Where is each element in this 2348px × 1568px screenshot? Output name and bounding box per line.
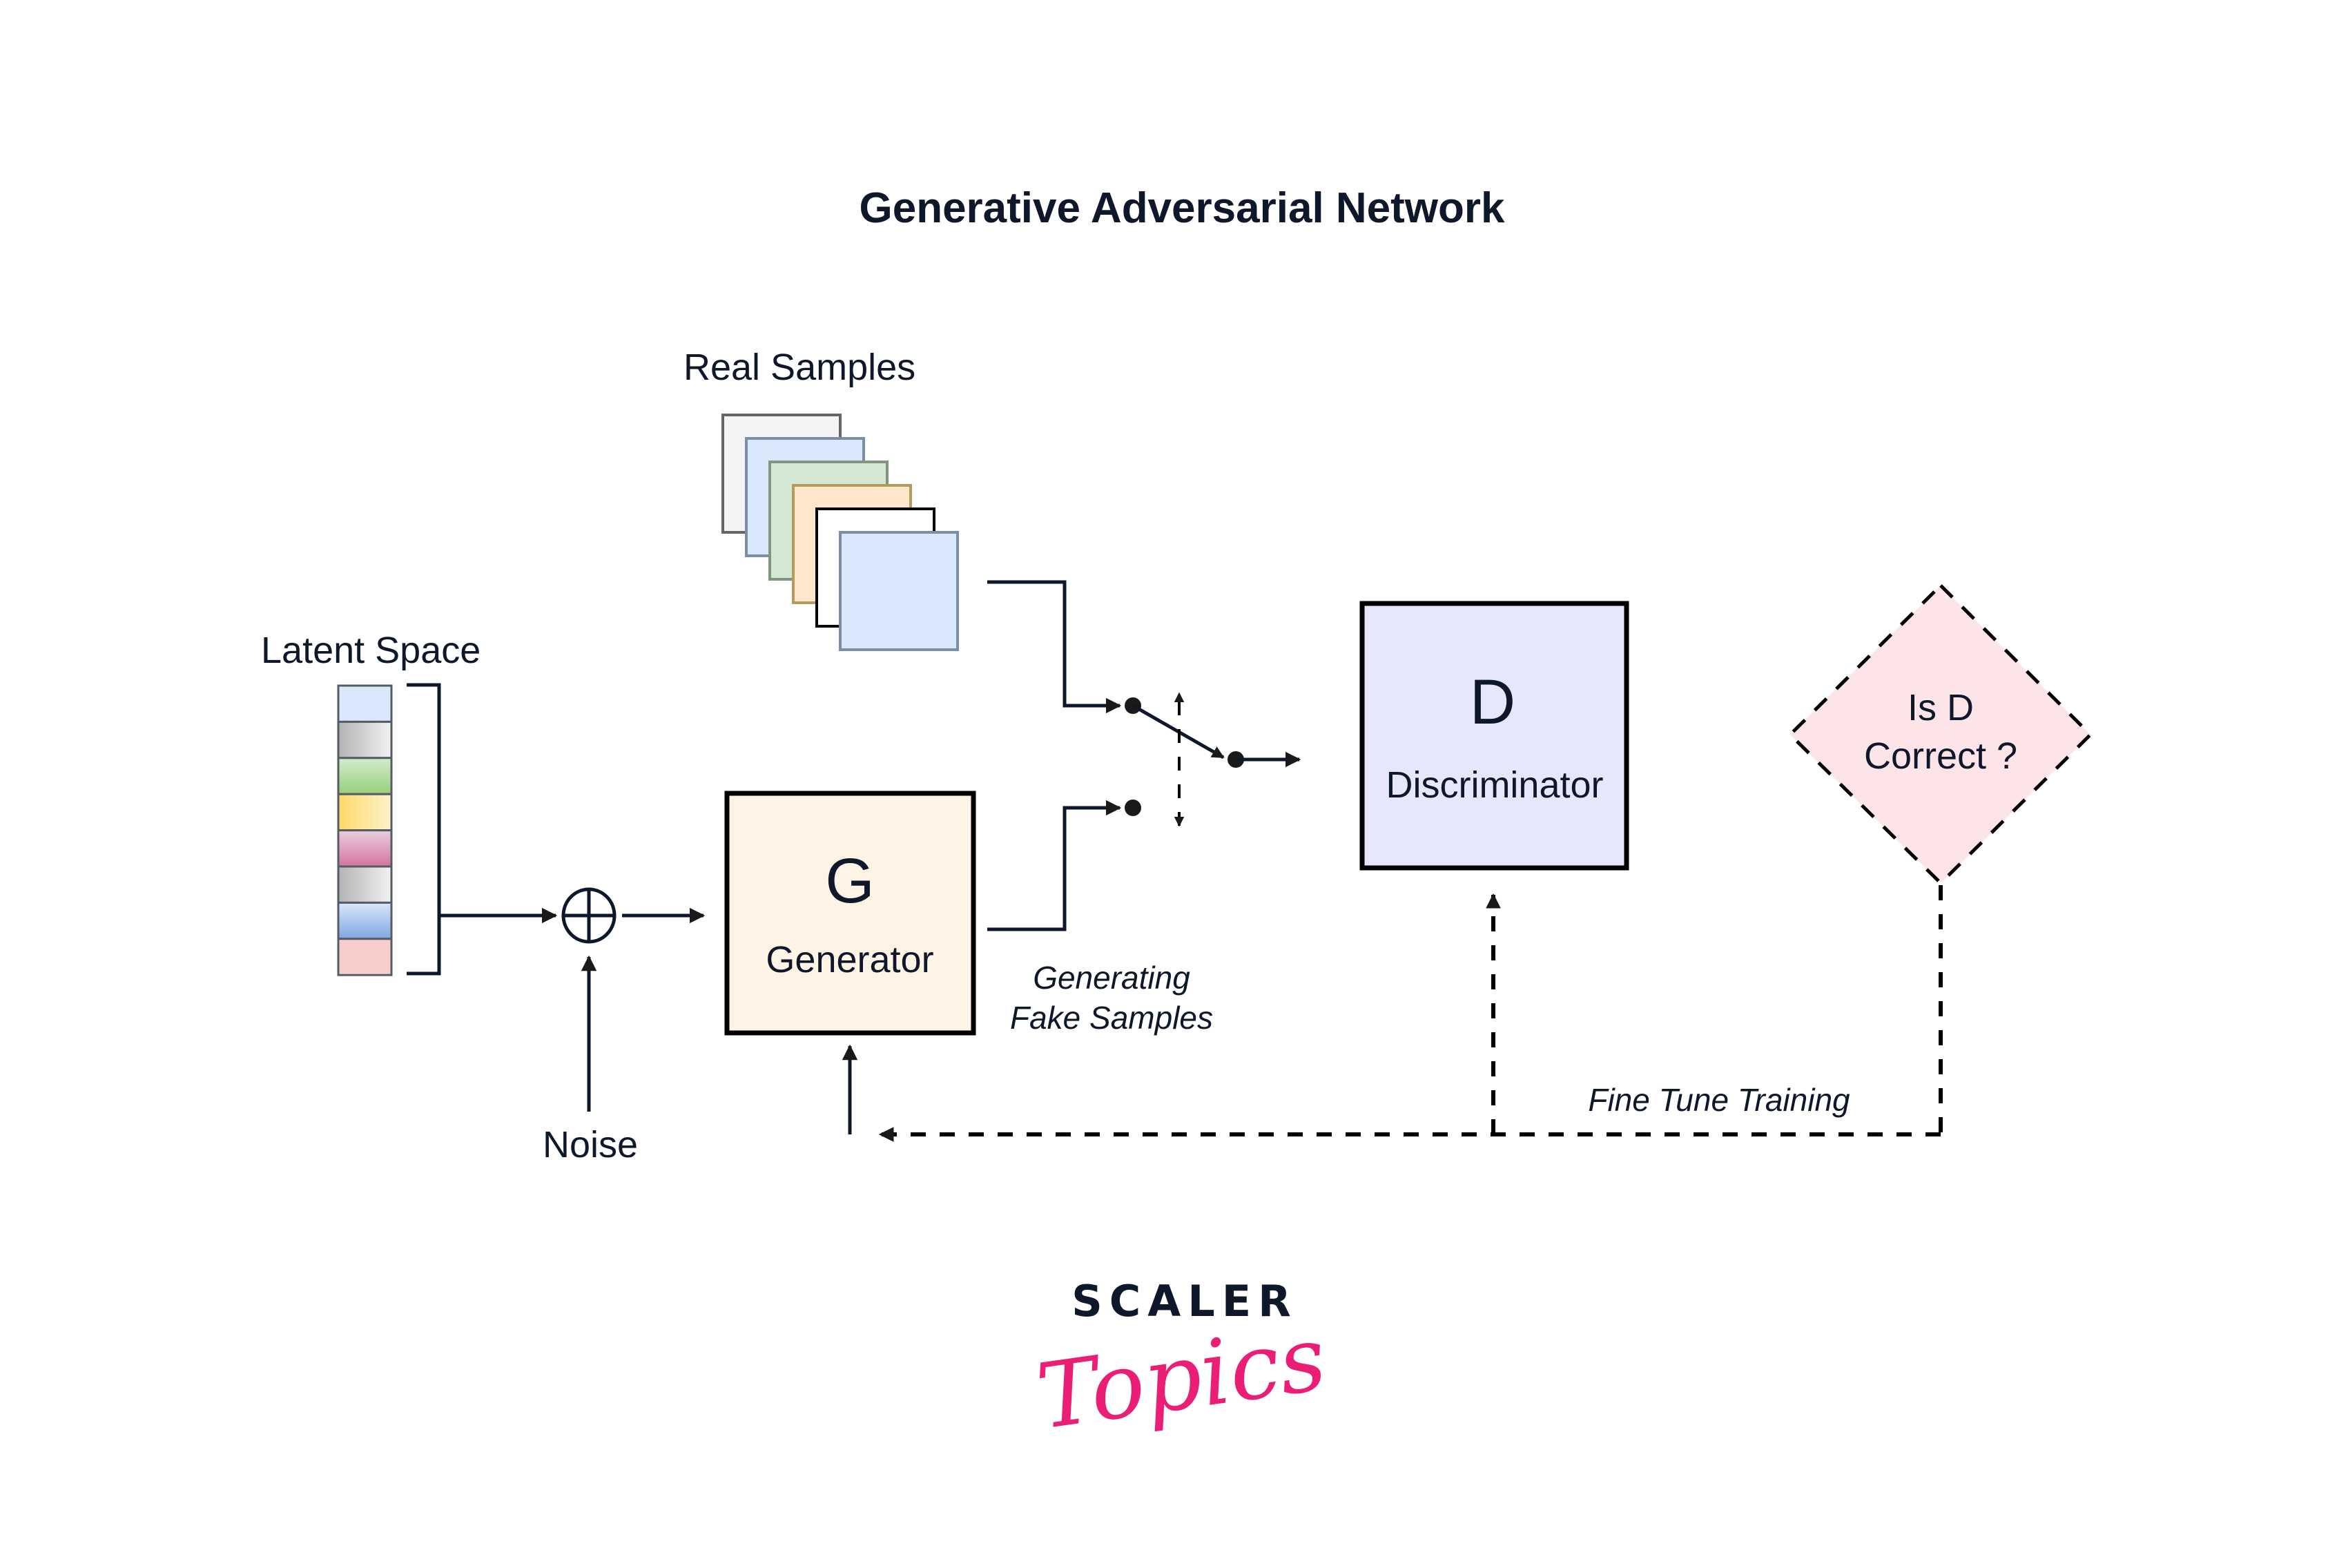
decision-diamond: Is D Correct ? (1787, 583, 2093, 886)
discriminator-letter: D (1470, 667, 1515, 737)
generator-block: G Generator (724, 791, 976, 1036)
real-samples-wire (987, 580, 1122, 714)
fine-tune-label: Fine Tune Training (1588, 1082, 1850, 1118)
logo-topics-text: Topics (1031, 1306, 1332, 1450)
latent-cell (337, 829, 393, 868)
generator-label: Generator (766, 939, 933, 980)
latent-cell (337, 901, 393, 940)
adder-icon (561, 887, 617, 944)
latent-cell (337, 684, 393, 723)
decision-line1: Is D (1908, 687, 1974, 728)
latent-cell (337, 865, 393, 904)
latent-cell (337, 720, 393, 759)
discriminator-block: D Discriminator (1359, 601, 1629, 871)
latent-space-label: Latent Space (261, 630, 481, 671)
latent-bracket (407, 683, 441, 976)
latent-cell (337, 938, 393, 976)
discriminator-label: Discriminator (1386, 764, 1603, 806)
generating-label-line1: Generating (1033, 960, 1190, 996)
real-samples-label: Real Samples (683, 347, 915, 388)
switch-fake-terminal (1125, 800, 1141, 816)
logo-scaler-text: SCALER (1071, 1276, 1298, 1326)
diagram-title: Generative Adversarial Network (859, 184, 1505, 232)
scaler-topics-logo: SCALER Topics (1031, 1276, 1332, 1449)
decision-line2: Correct ? (1864, 735, 2017, 777)
fake-samples-wire (987, 800, 1122, 931)
real-sample-card (839, 531, 959, 651)
generating-label-line2: Fake Samples (1010, 1000, 1213, 1036)
latent-cell (337, 757, 393, 795)
real-samples-stack (721, 414, 959, 651)
generator-letter: G (825, 846, 875, 916)
noise-label: Noise (543, 1124, 638, 1165)
latent-space-vector (337, 684, 393, 976)
latent-cell (337, 793, 393, 832)
